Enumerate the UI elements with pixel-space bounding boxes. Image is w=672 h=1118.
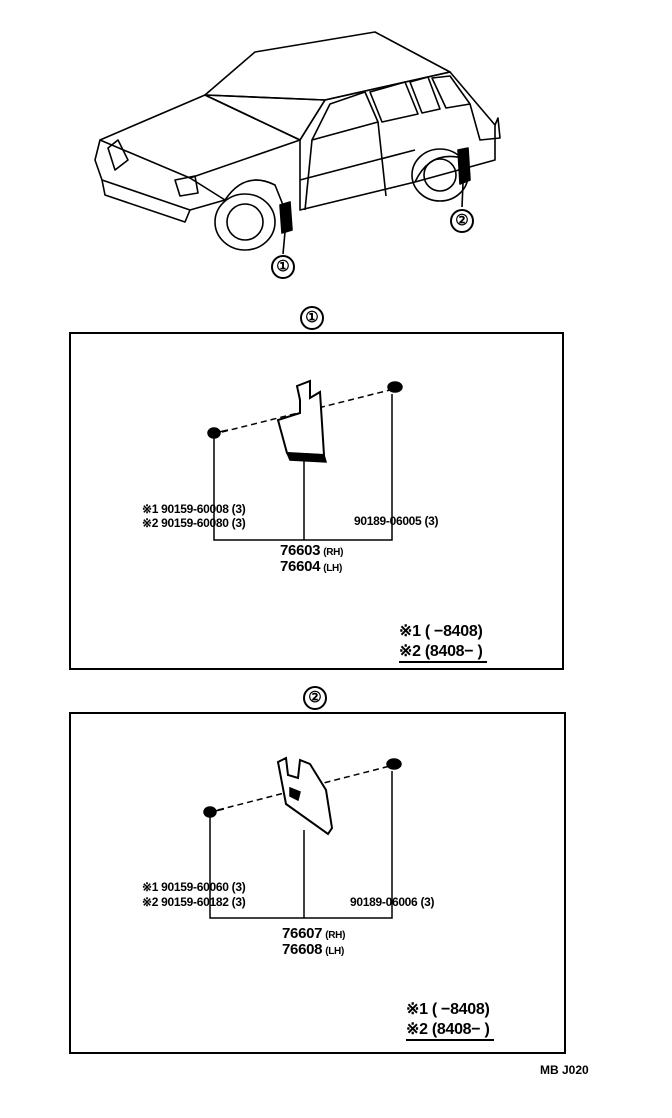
section-2-marker: ② [303,686,327,710]
section-2-right-part: 90189-06006 (3) [350,895,435,909]
front-mudguard-mark [279,201,293,234]
callout-2-overview: ② [450,209,474,233]
callout-1-overview: ① [271,255,295,279]
car-illustration [94,31,501,255]
section-1-main-rh: 76603(RH) [280,542,344,559]
rear-mudguard-mark [457,147,471,185]
car-hood [99,94,301,179]
section-1-marker: ① [300,306,324,330]
section-2-legend-1: ※1 ( −8408) [406,1001,490,1018]
car-headlight-left [107,139,129,171]
section-1-legend-2: ※2 (8408− ) [399,641,487,663]
car-headlight-right [174,175,199,197]
section-2-legend-2: ※2 (8408− ) [406,1019,494,1041]
section-2-main-rh: 76607(RH) [282,925,346,942]
section-1-left-part-2: ※2 90159-60080 (3) [142,516,246,530]
section-2-left-part-2: ※2 90159-60182 (3) [142,895,246,909]
section-2-left-part-1: ※1 90159-60060 (3) [142,880,246,894]
section-2-main-lh: 76608(LH) [282,941,345,958]
section-1-right-part: 90189-06005 (3) [354,514,439,528]
section-1-left-part-1: ※1 90159-60008 (3) [142,502,246,516]
diagram-code: MB J020 [540,1063,589,1077]
section-1-main-lh: 76604(LH) [280,558,343,575]
section-2-panel [69,712,566,1054]
section-1-legend-1: ※1 ( −8408) [399,623,483,640]
section-1-panel [69,332,564,670]
car-side [299,71,496,211]
